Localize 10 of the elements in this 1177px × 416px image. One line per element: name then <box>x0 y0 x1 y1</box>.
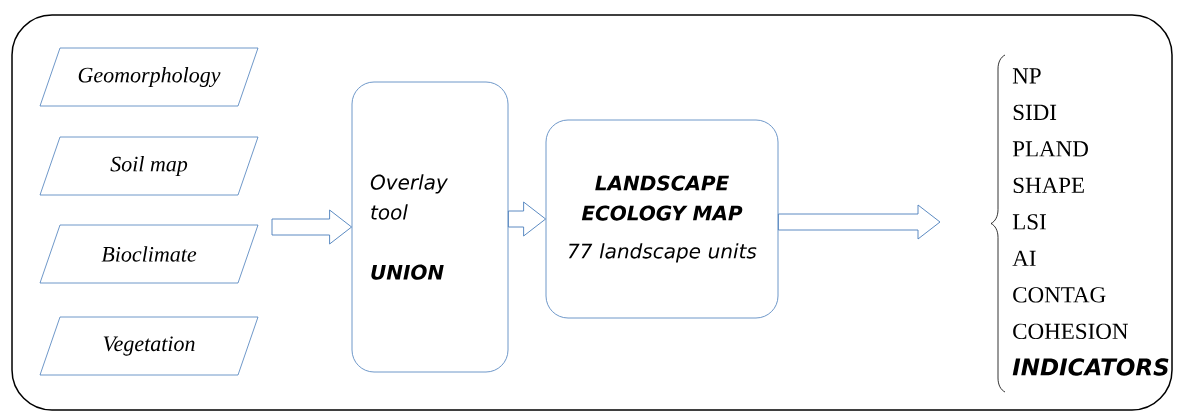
input-parallelogram: Geomorphology <box>39 47 259 107</box>
block-arrow <box>507 201 547 237</box>
process-box: Overlay tool UNION <box>351 81 509 373</box>
block-arrow <box>271 209 353 245</box>
input-parallelogram: Soil map <box>39 136 259 196</box>
indicator-list: NP SIDI PLAND SHAPE LSI AI CONTAG COHESION INDICATORS <box>1012 68 1169 376</box>
process-box: LANDSCAPE ECOLOGY MAP 77 landscape units <box>545 119 779 319</box>
block-arrow <box>777 204 941 240</box>
input-parallelogram: Bioclimate <box>39 224 259 284</box>
input-parallelogram: Vegetation <box>39 316 259 376</box>
